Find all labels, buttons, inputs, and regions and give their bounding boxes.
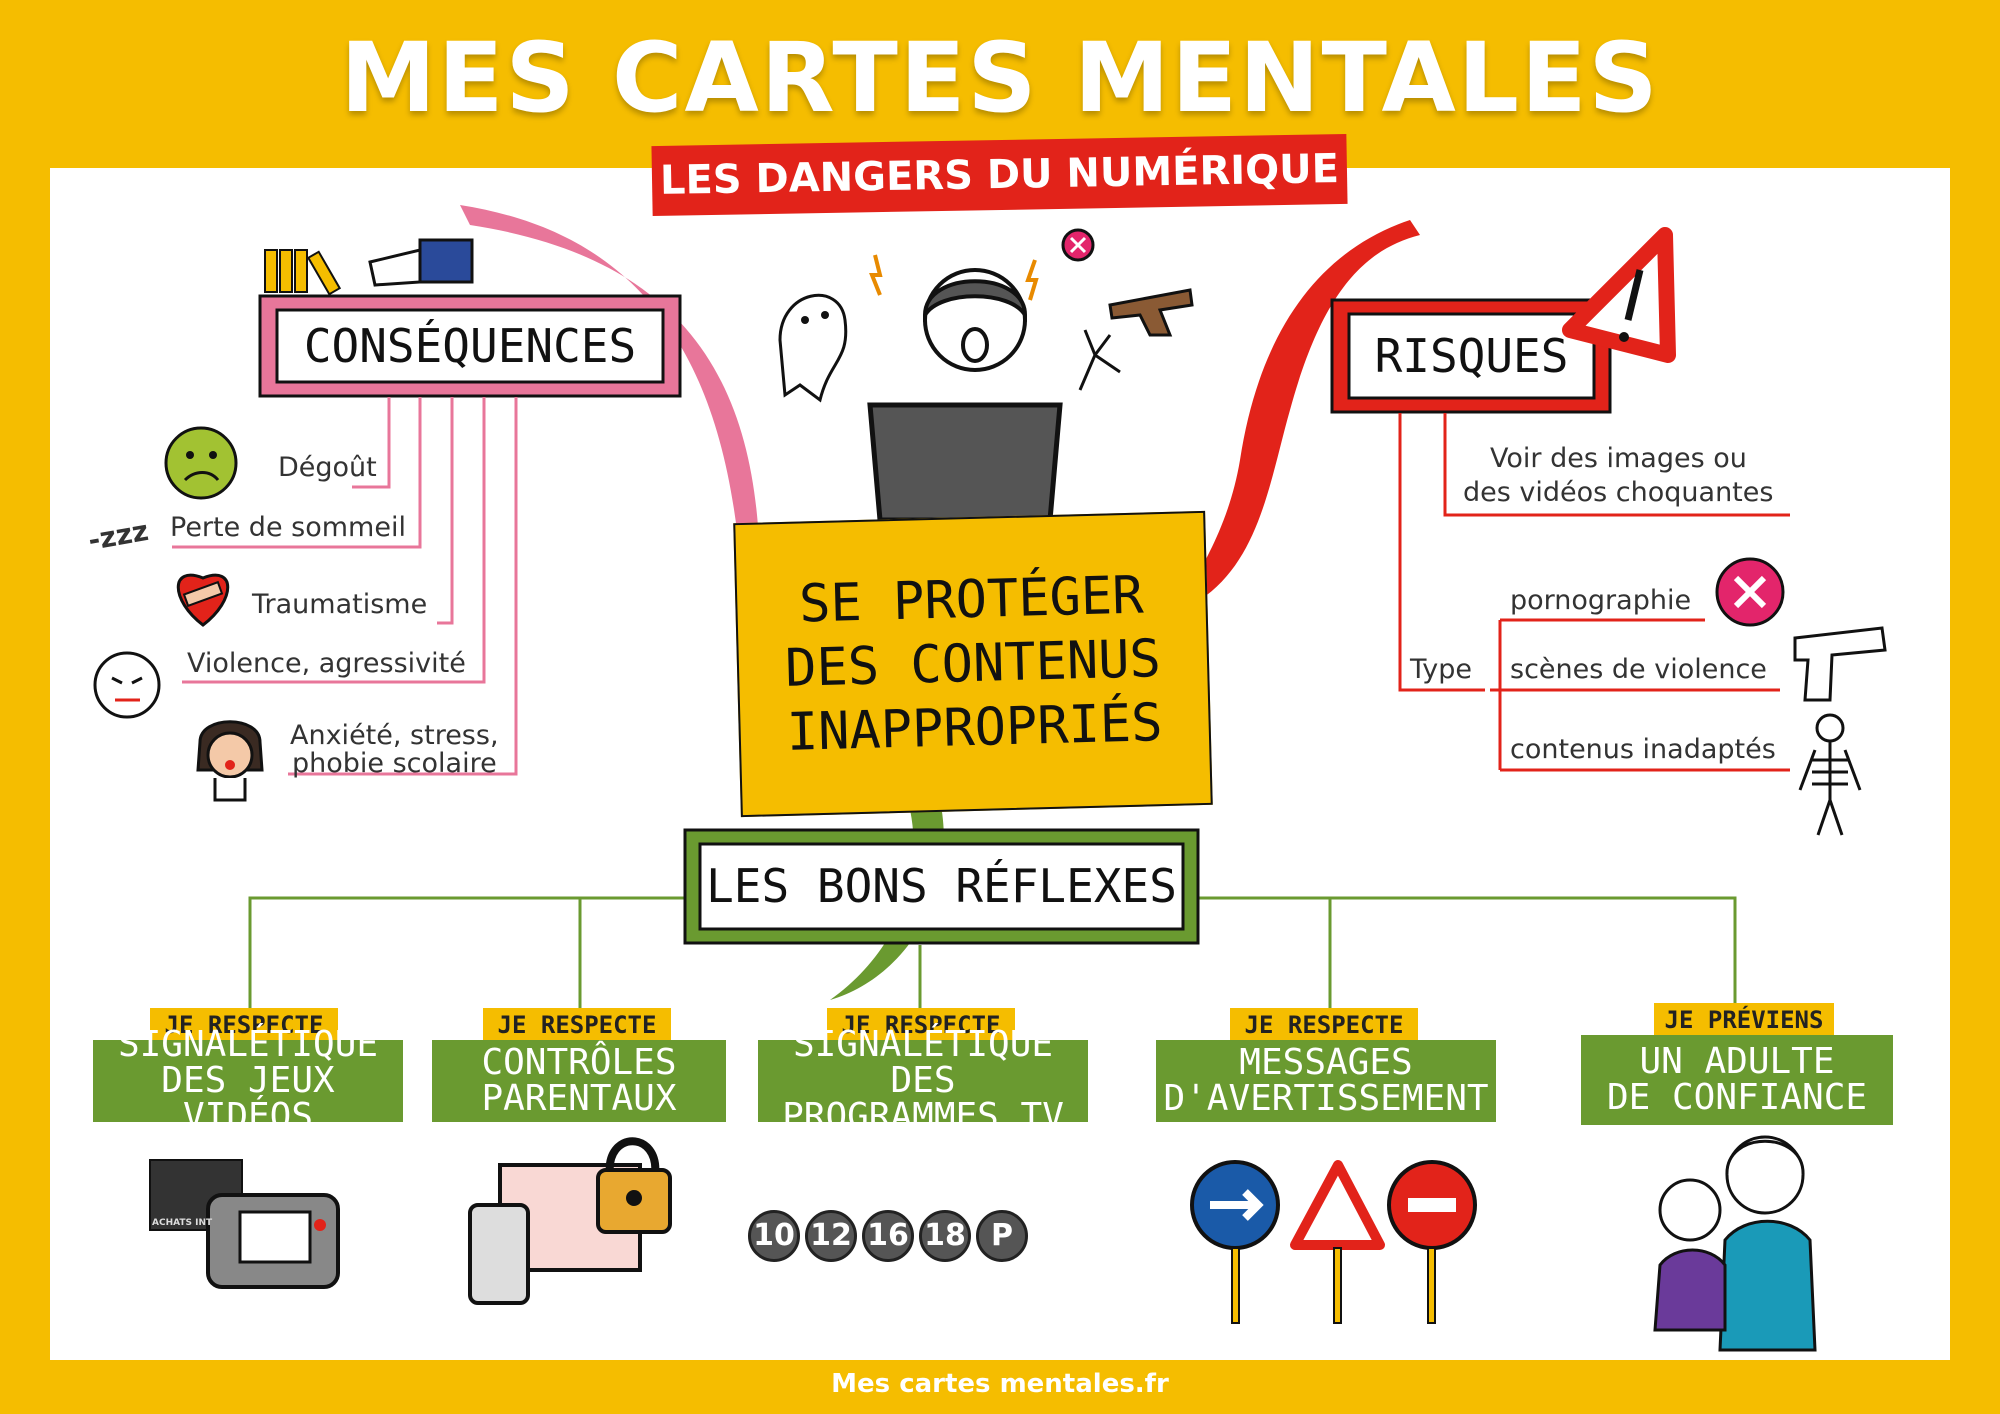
footer-site: Mes cartes mentales.fr (831, 1369, 1169, 1399)
reflex-tag-warnings: JE RESPECTE (1230, 1008, 1418, 1042)
consequence-phobia: phobie scolaire (292, 748, 497, 779)
reflex-tag-tv: JE RESPECTE (827, 1008, 1015, 1042)
rating-12: 12 (805, 1210, 857, 1262)
ghost-icon (778, 293, 848, 403)
reflex-tv-line-2: PROGRAMMES TV (782, 1096, 1064, 1137)
risques-connectors (1398, 413, 1790, 772)
road-signs-icon (1190, 1160, 1477, 1324)
reflex-tv-line-1: SIGNALÉTIQUE DES (792, 1024, 1054, 1101)
reflex-adult-line-2: DE CONFIANCE (1606, 1077, 1868, 1118)
center-line-3: INAPPROPRIÉS (786, 693, 1164, 763)
forbidden-icon (1061, 228, 1095, 262)
consequence-trauma: Traumatisme (252, 589, 428, 620)
porn-forbidden-icon (1715, 557, 1785, 627)
reflex-adult: UN ADULTE DE CONFIANCE (1581, 1035, 1893, 1125)
angry-child-icon (93, 651, 161, 719)
rating-16: 16 (862, 1210, 914, 1262)
console-label: ACHATS INT (152, 1218, 213, 1228)
reflexes-title: LES BONS RÉFLEXES (706, 859, 1177, 913)
reflex-tag-adult: JE PRÉVIENS (1654, 1003, 1834, 1037)
center-line-1: SE PROTÉGER (798, 565, 1145, 635)
pistol-icon (1793, 626, 1887, 702)
broken-heart-icon (176, 573, 230, 627)
reflexes-connectors (248, 896, 1737, 1020)
risk-line-2: des vidéos choquantes (1463, 477, 1774, 508)
reflex-parental-line-1: CONTRÔLES (481, 1042, 677, 1083)
broken-plant (1078, 329, 1121, 391)
center-line-2: DES CONTENUS (784, 629, 1162, 699)
lock-icon (468, 1137, 672, 1305)
disgust-icon (164, 426, 238, 500)
rating-p: P (976, 1210, 1028, 1262)
reflex-warnings-line-1: MESSAGES (1239, 1042, 1413, 1083)
rating-10: 10 (748, 1210, 800, 1262)
risk-type-porn: pornographie (1510, 585, 1692, 616)
consequence-violence: Violence, agressivité (187, 648, 466, 679)
consequence-anxiety: Anxiété, stress, (290, 720, 499, 751)
warning-icon (1562, 227, 1676, 363)
lightning-left (869, 254, 883, 296)
subtitle: LES DANGERS DU NUMÉRIQUE (651, 133, 1348, 217)
lightning-right (1025, 259, 1039, 301)
rating-18: 18 (919, 1210, 971, 1262)
red-branch (1195, 220, 1420, 600)
reflex-tv: SIGNALÉTIQUE DES PROGRAMMES TV (758, 1027, 1088, 1135)
anxious-child-icon (196, 720, 264, 802)
center-topic-box: SE PROTÉGER DES CONTENUS INAPPROPRIÉS (733, 510, 1213, 818)
reflex-warnings-line-2: D'AVERTISSEMENT (1163, 1078, 1489, 1119)
reflex-tag-games: JE RESPECTE (150, 1008, 338, 1042)
consequences-connectors (172, 397, 518, 776)
risk-type-violence: scènes de violence (1510, 654, 1767, 685)
gun-icon (1108, 288, 1194, 337)
reflex-parental: CONTRÔLES PARENTAUX (432, 1040, 726, 1122)
books-icon (264, 249, 342, 296)
consequence-disgust: Dégoût (278, 452, 377, 483)
reflex-games-line-2: DES JEUX VIDÉOS (161, 1060, 335, 1137)
reflex-adult-line-1: UN ADULTE (1639, 1041, 1835, 1082)
reflex-parental-line-2: PARENTAUX (481, 1078, 677, 1119)
risques-title: RISQUES (1374, 329, 1569, 383)
game-console-icon (149, 1159, 340, 1289)
skeleton-icon (1798, 713, 1862, 836)
risk-type-inadapted: contenus inadaptés (1510, 734, 1776, 765)
page-title: MES CARTES MENTALES (340, 22, 1660, 134)
risk-type-label: Type (1410, 654, 1473, 685)
reflex-games-line-1: SIGNALÉTIQUE (117, 1024, 379, 1065)
pushing-hand-icon (368, 238, 474, 287)
adult-child-icon (1653, 1135, 1817, 1352)
risk-line-1: Voir des images ou (1490, 443, 1747, 474)
reflex-tag-parental: JE RESPECTE (483, 1008, 671, 1042)
consequences-title: CONSÉQUENCES (303, 319, 637, 373)
reflex-warnings: MESSAGES D'AVERTISSEMENT (1156, 1040, 1496, 1122)
consequence-sleep: Perte de sommeil (170, 512, 406, 543)
reflex-games: SIGNALÉTIQUE DES JEUX VIDÉOS (93, 1027, 403, 1135)
